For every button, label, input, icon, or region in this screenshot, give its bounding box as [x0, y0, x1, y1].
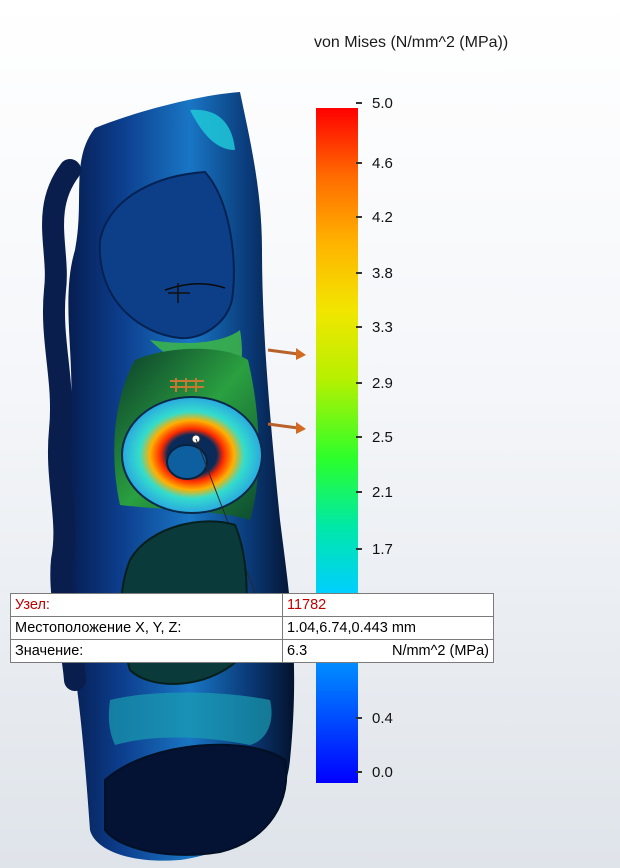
probe-value-label: Значение:: [10, 639, 283, 663]
stress-hole-inner: [166, 444, 208, 480]
legend-tick-label: 4.2: [372, 208, 393, 226]
legend-tick: 4.6: [356, 154, 393, 172]
fixture-icon: [170, 378, 204, 392]
legend-tick: 3.3: [356, 318, 393, 336]
probe-node-label: Узел:: [10, 593, 283, 617]
cavity-cross: [168, 283, 190, 303]
probe-value-cell: 6.3 N/mm^2 (MPa): [282, 639, 494, 663]
legend-tick-label: 0.4: [372, 709, 393, 727]
legend-tick-label: 3.8: [372, 264, 393, 282]
probe-node-value: 11782: [282, 593, 494, 617]
legend-tick: 5.0: [356, 94, 393, 112]
legend-tick-label: 4.6: [372, 154, 393, 172]
legend-tick: 1.7: [356, 540, 393, 558]
legend-tick: 4.2: [356, 208, 393, 226]
legend-tick-label: 0.0: [372, 763, 393, 781]
probe-location-label: Местоположение X, Y, Z:: [10, 616, 283, 640]
upper-cavity: [98, 170, 235, 340]
color-scale-bar: [316, 108, 358, 783]
legend-tick: 3.8: [356, 264, 393, 282]
load-arrow-icon: [267, 422, 306, 434]
probe-row-location: Местоположение X, Y, Z: 1.04,6.74,0.443 …: [10, 616, 494, 640]
probe-row-node: Узел: 11782: [10, 593, 494, 617]
legend-title: von Mises (N/mm^2 (MPa)): [314, 34, 509, 51]
bottom-highlight: [108, 692, 272, 745]
cavity-edge-line: [164, 283, 226, 291]
probe-location-value: 1.04,6.74,0.443 mm: [282, 616, 494, 640]
legend-tick-label: 2.1: [372, 483, 393, 501]
legend-tick: 0.0: [356, 763, 393, 781]
load-arrow-icon: [267, 348, 306, 360]
legend-tick: 2.9: [356, 374, 393, 392]
probe-result-table: Узел: 11782 Местоположение X, Y, Z: 1.04…: [10, 593, 494, 663]
legend-tick-label: 1.7: [372, 540, 393, 558]
probe-value-number: 6.3: [287, 643, 308, 659]
bottom-cavity: [104, 743, 288, 856]
probe-row-value: Значение: 6.3 N/mm^2 (MPa): [10, 639, 494, 663]
legend-tick: 2.1: [356, 483, 393, 501]
legend-tick: 0.4: [356, 709, 393, 727]
legend-tick: 2.5: [356, 428, 393, 446]
legend-tick-label: 2.5: [372, 428, 393, 446]
probe-value-unit: N/mm^2 (MPa): [391, 643, 489, 659]
highlight-top: [190, 109, 235, 150]
legend-tick-label: 5.0: [372, 94, 393, 112]
legend-tick-label: 2.9: [372, 374, 393, 392]
legend-tick-label: 3.3: [372, 318, 393, 336]
